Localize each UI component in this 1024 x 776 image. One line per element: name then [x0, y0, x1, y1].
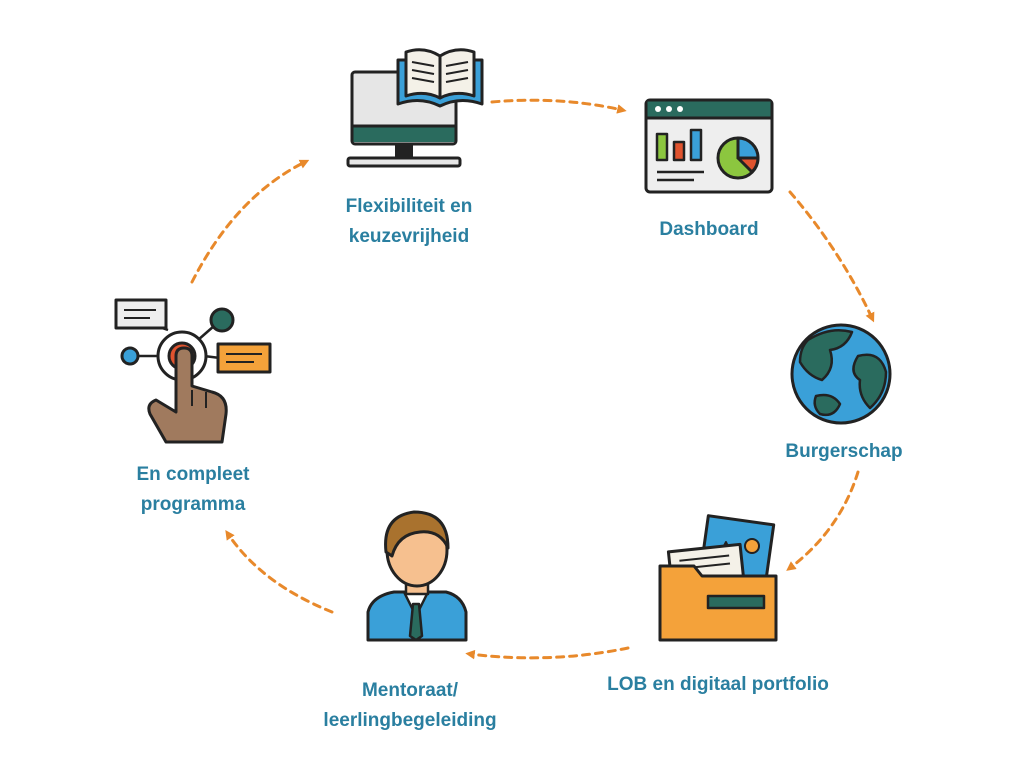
- label-flexibiliteit-line1: Flexibiliteit en: [345, 196, 473, 217]
- label-burgerschap: Burgerschap: [776, 437, 912, 467]
- arrow-mentoraat-to-programma: [225, 530, 334, 614]
- arrow-dashboard-to-burgerschap: [788, 190, 875, 323]
- dashboard-window-icon: [644, 98, 774, 194]
- label-mentoraat: Mentoraat/ leerlingbegeleiding: [310, 676, 510, 736]
- label-dashboard-line1: Dashboard: [659, 219, 759, 240]
- label-programma-line1: En compleet: [136, 464, 250, 485]
- label-mentoraat-line1: Mentoraat/: [361, 680, 459, 701]
- arrow-lob-to-mentoraat: [465, 646, 630, 660]
- touch-network-icon: [114, 298, 272, 444]
- label-programma-line2: programma: [140, 494, 246, 515]
- label-lob: LOB en digitaal portfolio: [590, 670, 846, 700]
- arrow-flex-to-dashboard: [490, 98, 627, 114]
- label-lob-line1: LOB en digitaal portfolio: [607, 674, 829, 695]
- label-dashboard: Dashboard: [644, 215, 774, 245]
- label-flexibiliteit: Flexibiliteit en keuzevrijheid: [334, 192, 484, 252]
- label-burgerschap-line1: Burgerschap: [785, 441, 903, 462]
- label-programma: En compleet programma: [118, 460, 268, 520]
- globe-icon: [790, 323, 892, 425]
- label-mentoraat-line2: leerlingbegeleiding: [323, 710, 497, 731]
- mentor-person-icon: [366, 510, 468, 642]
- monitor-book-icon: [346, 48, 484, 168]
- label-flexibiliteit-line2: keuzevrijheid: [348, 226, 470, 247]
- portfolio-folder-icon: [658, 514, 778, 642]
- arrow-burgerschap-to-lob: [786, 470, 860, 571]
- arrow-programma-to-flex: [190, 159, 310, 284]
